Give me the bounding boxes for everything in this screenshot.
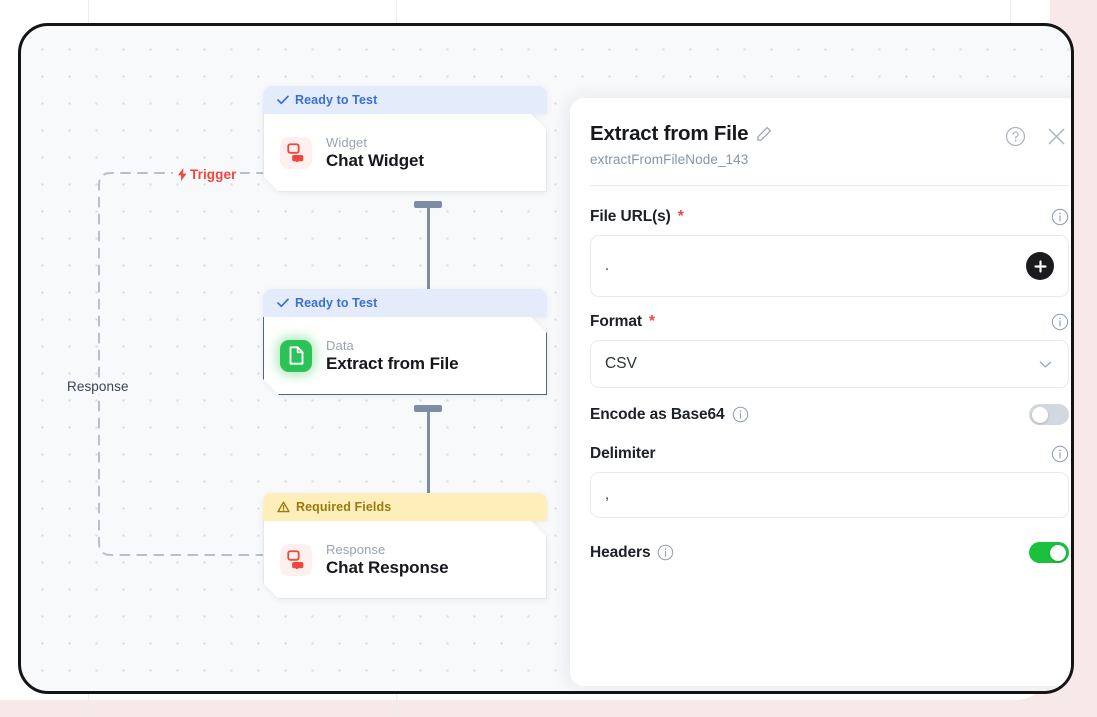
node-status-text: Required Fields <box>296 500 392 514</box>
headers-toggle[interactable] <box>1029 542 1069 563</box>
required-marker: * <box>677 208 684 225</box>
field-label-text: Encode as Base64 <box>590 405 725 423</box>
field-label: Headers <box>590 544 674 562</box>
flow-node-extract-from-file[interactable]: Ready to Test Data Extract from File <box>263 289 547 395</box>
chat-bubbles-icon <box>280 544 312 576</box>
node-status-badge: Ready to Test <box>263 86 547 114</box>
node-kind-label: Widget <box>326 134 368 150</box>
field-label: File URL(s) * <box>590 208 684 226</box>
page-title: Extract from File <box>590 122 749 145</box>
edge-label-trigger: Trigger <box>173 167 241 182</box>
field-label-text: Delimiter <box>590 445 656 462</box>
node-text: Widget Chat Widget <box>326 135 424 171</box>
node-kind-label: Response <box>326 541 386 557</box>
node-title-label: Chat Widget <box>326 150 424 170</box>
field-label: Format * <box>590 313 655 331</box>
encode-base64-toggle[interactable] <box>1029 404 1069 425</box>
file-urls-input[interactable]: . <box>590 235 1069 297</box>
field-file-urls: File URL(s) * . <box>590 208 1069 297</box>
chat-bubbles-icon <box>280 137 312 169</box>
field-label-text: File URL(s) <box>590 208 671 225</box>
info-circle-icon[interactable] <box>1051 445 1069 463</box>
format-select[interactable]: CSV <box>590 340 1069 388</box>
chevron-down-icon <box>1039 360 1052 368</box>
node-body[interactable]: Response Chat Response <box>263 521 547 599</box>
file-urls-value: . <box>605 258 610 274</box>
workflow-canvas[interactable]: Trigger Response Ready to Test <box>18 23 1074 694</box>
node-status-badge: Ready to Test <box>263 289 547 317</box>
toggle-knob <box>1050 544 1066 561</box>
delimiter-value: , <box>605 487 610 503</box>
field-label: Delimiter <box>590 445 656 463</box>
info-circle-icon[interactable] <box>1051 208 1069 226</box>
node-id-label: extractFromFileNode_143 <box>590 152 749 167</box>
node-status-text: Ready to Test <box>295 93 378 107</box>
field-label-text: Format <box>590 313 642 330</box>
field-format: Format * CSV <box>590 313 1069 388</box>
field-encode-base64: Encode as Base64 <box>590 404 1069 425</box>
node-body[interactable]: Widget Chat Widget <box>263 114 547 192</box>
node-body[interactable]: Data Extract from File <box>263 317 547 395</box>
add-file-url-button[interactable] <box>1026 252 1054 280</box>
node-text: Response Chat Response <box>326 542 448 578</box>
panel-divider <box>590 185 1069 186</box>
field-label: Encode as Base64 <box>590 406 749 424</box>
node-status-badge: Required Fields <box>263 493 547 521</box>
warning-triangle-icon <box>277 501 290 513</box>
loop-connector <box>98 172 267 556</box>
field-headers: Headers <box>590 542 1069 563</box>
info-circle-icon[interactable] <box>657 544 674 561</box>
edge-label-response: Response <box>63 379 133 394</box>
info-circle-icon[interactable] <box>732 406 749 423</box>
panel-header: Extract from File extractFromFileNode_14… <box>570 98 1071 167</box>
node-config-panel: Extract from File extractFromFileNode_14… <box>570 98 1071 686</box>
edge-label-text: Trigger <box>190 167 237 182</box>
field-label-text: Headers <box>590 543 651 561</box>
info-circle-icon[interactable] <box>1051 313 1069 331</box>
format-selected-value: CSV <box>605 355 637 372</box>
node-status-text: Ready to Test <box>295 296 378 310</box>
pencil-icon[interactable] <box>756 126 772 142</box>
document-icon <box>280 340 312 372</box>
close-icon[interactable] <box>1046 126 1067 147</box>
node-text: Data Extract from File <box>326 338 458 374</box>
panel-actions <box>1005 126 1067 147</box>
panel-body: File URL(s) * . <box>570 186 1071 563</box>
required-marker: * <box>648 313 655 330</box>
node-title-label: Chat Response <box>326 557 449 577</box>
flow-node-chat-response[interactable]: Required Fields Response Chat Response <box>263 493 547 599</box>
node-kind-label: Data <box>326 337 354 353</box>
delimiter-input[interactable]: , <box>590 472 1069 518</box>
field-delimiter: Delimiter , <box>590 445 1069 518</box>
plus-icon <box>1033 259 1047 273</box>
check-icon <box>277 95 289 105</box>
lightning-bolt-icon <box>178 168 187 181</box>
help-circle-icon[interactable] <box>1005 126 1026 147</box>
check-icon <box>277 298 289 308</box>
flow-node-chat-widget[interactable]: Ready to Test Widget Chat Widget <box>263 86 547 192</box>
node-title-label: Extract from File <box>326 353 459 373</box>
toggle-knob <box>1032 406 1048 423</box>
